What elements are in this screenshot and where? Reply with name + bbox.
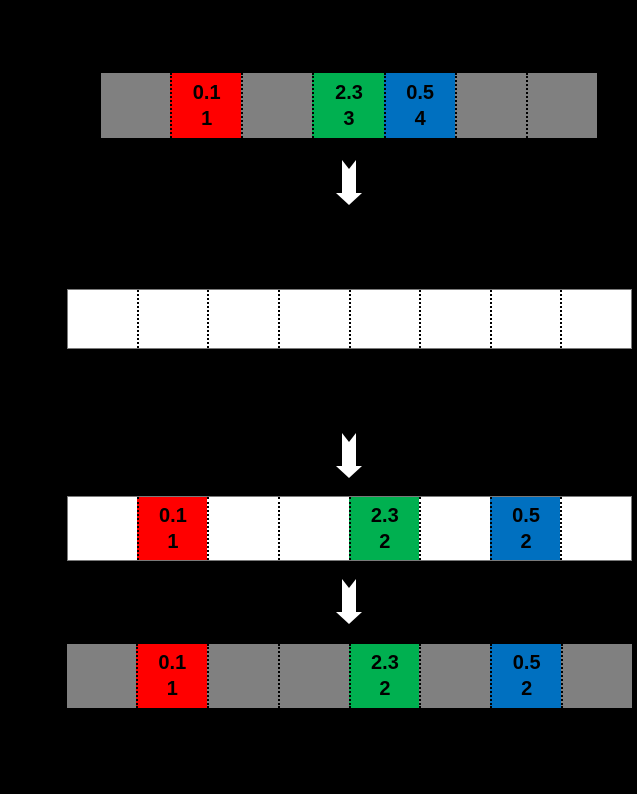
array-cell (206, 644, 278, 708)
cell-value: 2.3 (370, 504, 399, 527)
array-cell (277, 290, 349, 348)
array-cell (561, 644, 632, 708)
cell-value: 0.1 (159, 504, 187, 527)
cell-count: 3 (343, 107, 355, 130)
array-cell (241, 73, 313, 138)
array-cell-blue: 0.5 2 (489, 497, 561, 560)
array-cell-blue: 0.5 4 (383, 73, 455, 138)
down-arrow-icon (336, 160, 362, 205)
array-cell (419, 290, 490, 348)
array-cell (277, 644, 349, 708)
down-arrow-icon (336, 579, 362, 624)
array-cell (348, 290, 420, 348)
cell-count: 1 (167, 530, 179, 553)
cell-count: 2 (379, 678, 391, 700)
array-cell (68, 290, 137, 348)
array-cell (419, 497, 490, 560)
array-cell-green: 2.3 3 (312, 73, 384, 138)
cell-value: 2.3 (335, 81, 363, 104)
array-cell (67, 644, 136, 708)
array-cell-red: 0.1 1 (135, 644, 207, 708)
array-row-original: 0.1 1 2.3 3 0.5 4 (101, 73, 597, 138)
down-arrow-icon (336, 433, 362, 478)
array-cell (560, 497, 631, 560)
cell-count: 2 (521, 678, 533, 700)
cell-value: 0.5 (512, 504, 540, 527)
array-cell (454, 73, 526, 138)
array-cell-green: 2.3 2 (348, 497, 420, 560)
array-cell-red: 0.1 1 (136, 497, 208, 560)
cell-count: 4 (414, 107, 426, 130)
array-cell (560, 290, 631, 348)
array-row-reinserted: 0.1 1 2.3 2 0.5 2 (67, 496, 632, 561)
cell-value: 0.1 (192, 81, 221, 104)
cell-count: 2 (520, 530, 532, 553)
array-cell-red: 0.1 1 (170, 73, 242, 138)
cell-count: 2 (379, 530, 391, 553)
array-row-final: 0.1 1 2.3 2 0.5 2 (67, 644, 632, 708)
cell-value: 0.5 (406, 81, 435, 104)
array-cell (419, 644, 491, 708)
array-cell (68, 497, 137, 560)
array-cell (207, 290, 278, 348)
array-cell (207, 497, 278, 560)
array-cell (489, 290, 561, 348)
array-cell (101, 73, 171, 138)
cell-value: 0.5 (512, 652, 541, 674)
array-cell (525, 73, 597, 138)
cell-count: 1 (201, 107, 213, 130)
cell-value: 0.1 (158, 652, 187, 674)
array-cell (136, 290, 208, 348)
array-row-empty (67, 289, 632, 349)
array-cell-green: 2.3 2 (348, 644, 420, 708)
array-cell (277, 497, 349, 560)
cell-value: 2.3 (371, 652, 399, 674)
array-cell-blue: 0.5 2 (490, 644, 562, 708)
cell-count: 1 (166, 678, 178, 700)
